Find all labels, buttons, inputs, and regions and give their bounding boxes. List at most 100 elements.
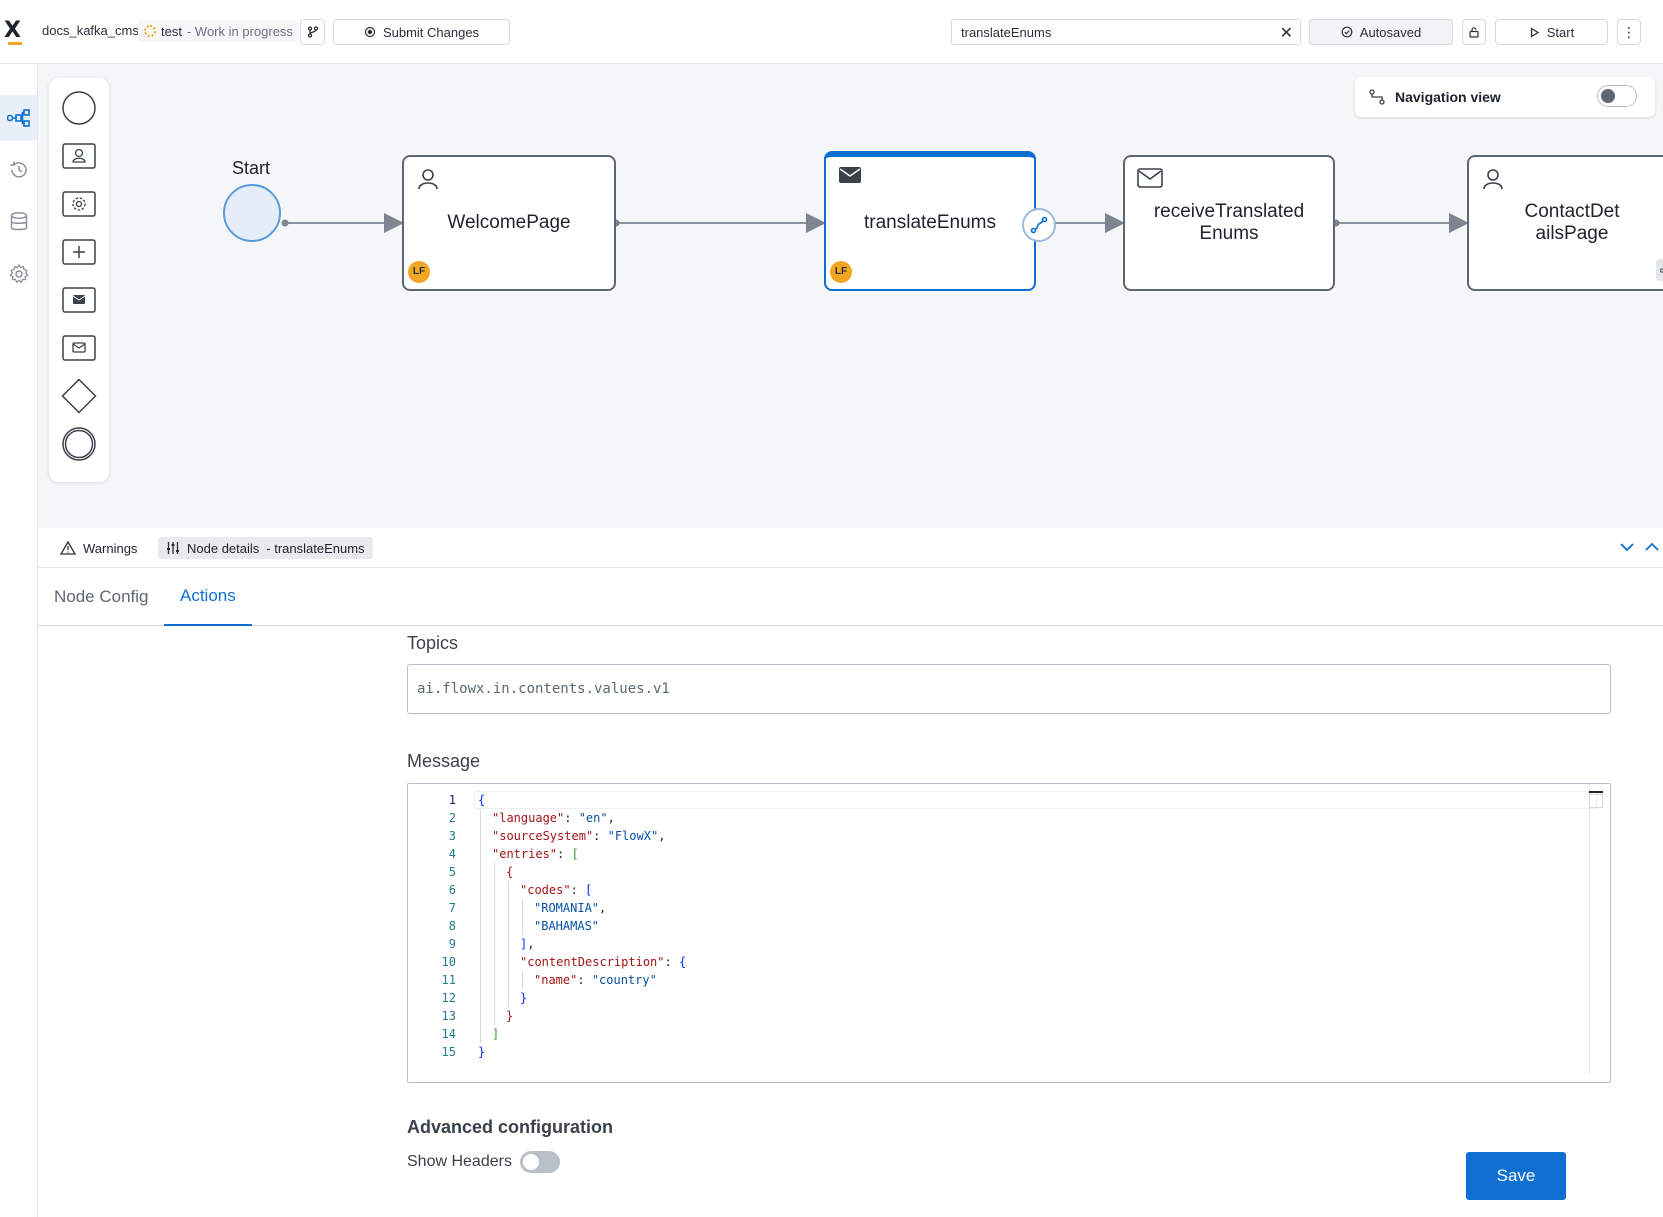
code-line: "entries": [: [492, 847, 579, 861]
version-name: test: [161, 23, 182, 39]
node-label-line-1: ContactDet: [1524, 201, 1620, 222]
palette-task[interactable]: [61, 234, 97, 270]
sidebar-item-process[interactable]: [0, 95, 37, 141]
start-event-node[interactable]: [223, 184, 281, 242]
end-event-icon: [62, 427, 96, 461]
start-button[interactable]: Start: [1495, 19, 1608, 45]
autosaved-status: Autosaved: [1309, 19, 1453, 45]
current-line-highlight: [474, 791, 1597, 809]
version-status: - Work in progress: [186, 23, 293, 39]
service-task-icon: [62, 191, 96, 217]
gateway-icon: [61, 378, 97, 414]
node-label: WelcomePage: [447, 212, 571, 233]
node-details-label: Node details: [187, 540, 260, 556]
node-details-tab[interactable]: Node details - translateEnums: [158, 537, 373, 559]
indent-guide: [494, 863, 495, 1025]
line-number: 3: [448, 829, 456, 843]
palette-gateway[interactable]: [61, 378, 97, 414]
user-task-icon: [62, 143, 96, 169]
node-label-line-2: Enums: [1199, 223, 1259, 244]
save-button[interactable]: Save: [1466, 1152, 1566, 1200]
start-label: Start: [1546, 24, 1575, 40]
sidebar-item-history[interactable]: [0, 147, 37, 193]
line-number: 6: [448, 883, 456, 897]
chevron-up-icon[interactable]: [1643, 538, 1661, 556]
lock-button[interactable]: [1462, 19, 1486, 45]
version-chip[interactable]: test- Work in progress: [138, 20, 299, 42]
branch-icon: [307, 26, 318, 38]
node-label: translateEnums: [863, 212, 996, 233]
top-bar: X docs_kafka_cms test- Work in progress …: [0, 0, 1663, 64]
palette-service-task[interactable]: [61, 186, 97, 222]
sidebar-item-data[interactable]: [0, 199, 37, 245]
start-event-icon: [62, 91, 96, 125]
search-value: translateEnums: [961, 24, 1052, 40]
history-icon: [10, 161, 27, 178]
node-contact-details-page[interactable]: ContactDet ailsPage 1: [1467, 155, 1663, 291]
palette-send-message[interactable]: [61, 282, 97, 318]
palette-user-task[interactable]: [61, 138, 97, 174]
warnings-tab[interactable]: Warnings: [60, 537, 137, 559]
indent-guide: [508, 881, 509, 1007]
receive-message-icon: [62, 335, 96, 361]
autosaved-label: Autosaved: [1359, 24, 1422, 40]
line-number: 15: [441, 1045, 456, 1059]
line-number: 12: [441, 991, 456, 1005]
user-task-icon: [418, 169, 438, 190]
show-headers-label: Show Headers: [407, 1153, 512, 1170]
tab-label: Actions: [180, 586, 236, 605]
branch-button[interactable]: [300, 19, 325, 45]
subprocess-counter[interactable]: 1: [1656, 259, 1663, 281]
node-translate-enums[interactable]: translateEnums LF: [824, 151, 1056, 291]
sidebar-item-settings[interactable]: [0, 251, 37, 297]
process-canvas[interactable]: Navigation view Start WelcomePage LF tra…: [38, 64, 1663, 528]
lf-badge: LF: [830, 261, 852, 283]
code-line: "BAHAMAS": [534, 919, 600, 933]
receive-message-icon: [1137, 168, 1163, 188]
node-label-line-2: ailsPage: [1535, 223, 1609, 244]
node-receive-translated-enums[interactable]: receiveTranslated Enums: [1123, 155, 1335, 291]
node-label-line-1: receiveTranslated: [1153, 201, 1305, 222]
close-icon[interactable]: ✕: [1279, 25, 1293, 42]
process-flow-icon: [6, 109, 30, 127]
check-circle-icon: [1341, 26, 1353, 38]
node-welcome-page[interactable]: WelcomePage LF: [402, 155, 616, 291]
node-palette: [49, 78, 109, 482]
line-number: 9: [448, 937, 456, 951]
message-editor[interactable]: 1 2 3 4 5 6 7 8 9 10 11 12 13 14 15 { "l…: [407, 783, 1611, 1083]
project-name: docs_kafka_cms: [42, 23, 139, 38]
line-number: 14: [441, 1027, 456, 1041]
process-flow-icon: [1660, 267, 1663, 273]
code-line: "name": "country": [534, 973, 657, 987]
minimap-slider[interactable]: [1589, 794, 1603, 808]
record-icon: [364, 26, 376, 38]
warnings-label: Warnings: [83, 540, 138, 556]
code-line: "codes": [: [520, 883, 593, 897]
more-button[interactable]: ⋮: [1617, 19, 1641, 45]
tab-label: Node Config: [54, 587, 149, 606]
actions-content: Topics ai.flowx.in.contents.values.v1 Me…: [38, 626, 1663, 1217]
sliders-icon: [167, 542, 179, 554]
palette-receive-message[interactable]: [61, 330, 97, 366]
send-message-icon: [839, 167, 861, 183]
flowx-logo[interactable]: X: [4, 18, 22, 45]
show-headers-toggle[interactable]: [520, 1151, 560, 1173]
tab-node-config[interactable]: Node Config: [54, 568, 149, 626]
palette-end-event[interactable]: [61, 426, 97, 462]
tab-actions[interactable]: Actions: [164, 568, 252, 626]
user-task-icon: [1483, 169, 1503, 190]
navigation-view-toggle[interactable]: [1597, 85, 1637, 107]
route-badge[interactable]: [1022, 208, 1056, 242]
settings-icon: [8, 263, 29, 284]
more-vertical-icon: ⋮: [1622, 23, 1636, 40]
chevron-down-icon[interactable]: [1618, 538, 1636, 556]
route-icon: [1030, 216, 1048, 234]
palette-start-event[interactable]: [61, 90, 97, 126]
code-line: {: [478, 793, 486, 807]
submit-changes-button[interactable]: Submit Changes: [333, 19, 510, 45]
code-line: ]: [492, 1027, 500, 1041]
editor-scrollbar[interactable]: [1589, 784, 1590, 1074]
line-numbers: 1 2 3 4 5 6 7 8 9 10 11 12 13 14 15: [408, 784, 456, 1082]
topics-input[interactable]: ai.flowx.in.contents.values.v1: [407, 664, 1611, 714]
search-input[interactable]: translateEnums ✕: [951, 19, 1301, 45]
